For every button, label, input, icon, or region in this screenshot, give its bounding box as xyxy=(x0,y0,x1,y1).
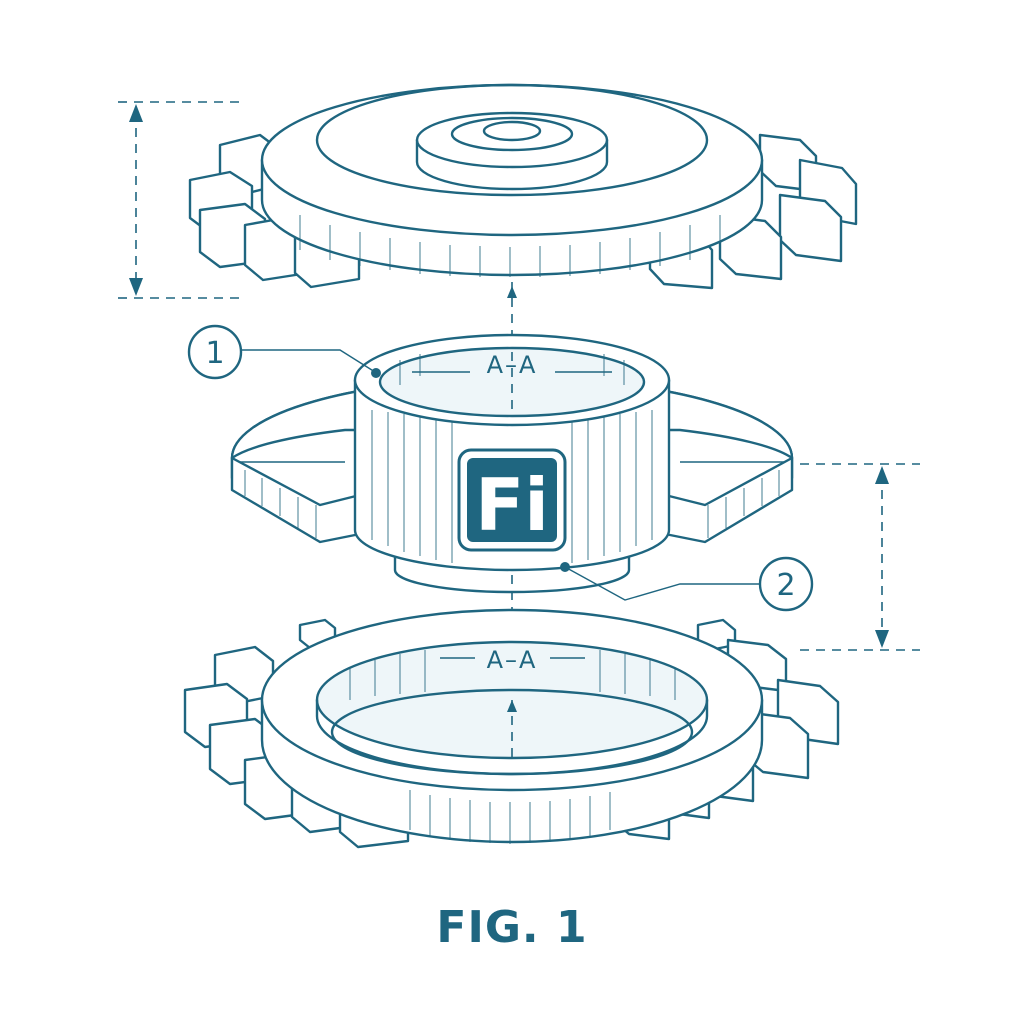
top-left-cubes xyxy=(188,133,361,289)
callout-1: 1 xyxy=(187,324,381,380)
middle-assembly: A–A Fi xyxy=(230,333,794,594)
callout-1-number: 1 xyxy=(205,336,224,371)
top-dimension-line xyxy=(118,101,245,299)
bottom-ring: A–A xyxy=(183,608,840,849)
logo-badge: Fi xyxy=(457,448,567,552)
top-right-cubes xyxy=(648,133,858,290)
top-plate xyxy=(188,83,858,290)
callout-2: 2 xyxy=(560,556,814,612)
logo-text: Fi xyxy=(475,463,549,547)
right-dimension-line xyxy=(800,463,920,651)
section-mark-lower: A–A xyxy=(487,646,538,674)
section-mark-upper: A–A xyxy=(487,351,538,379)
callout-2-number: 2 xyxy=(776,568,795,603)
figure-caption: FIG. 1 xyxy=(436,902,587,953)
